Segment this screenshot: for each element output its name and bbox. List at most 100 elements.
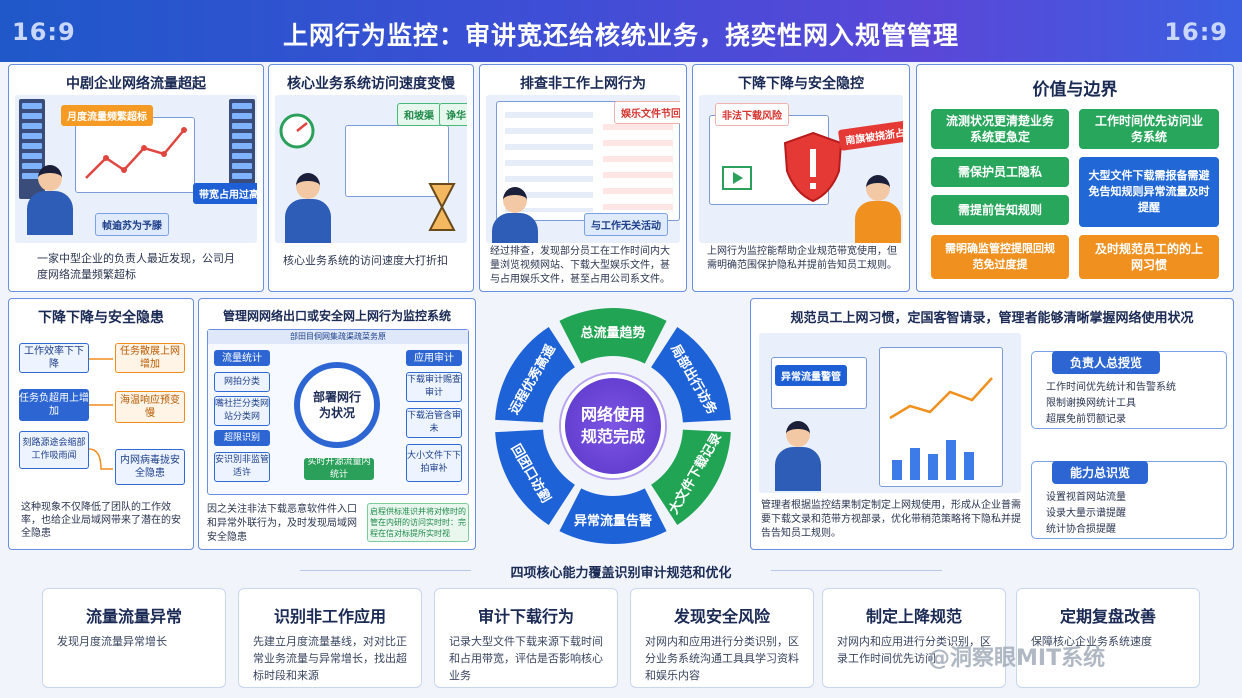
card-title: 规范员工上网习惯，定国客智请录，管理者能够清晰掌握网络使用状况 bbox=[790, 311, 1194, 326]
tag-bandwidth-high: 带宽占用过高 bbox=[193, 183, 257, 204]
card-title: 中剧企业网络流量超起 bbox=[66, 76, 206, 92]
card-description: 一家中型企业的负责人最近发现，公司月度网络流量频繁超标 bbox=[37, 252, 235, 281]
dashboard-scene: 异常流量警管 bbox=[759, 333, 1021, 493]
card-title: 排查非工作上网行为 bbox=[520, 76, 646, 92]
ring-center-label: 网络使用规范完成 bbox=[580, 405, 645, 446]
monitor-icon bbox=[345, 125, 449, 197]
card-core-slow: 核心业务系统访问速度变慢 和坡渠 诤华 核心业务系统的访问速度大打折扣 bbox=[268, 64, 474, 292]
person-manager-icon bbox=[27, 165, 73, 235]
ratio-label-right: 16:9 bbox=[1164, 18, 1228, 46]
person-auditor-icon bbox=[492, 187, 538, 243]
card-description: 核心业务系统的访问速度大打折扣 bbox=[283, 254, 448, 267]
ring-segment-label: 异常流量告警 bbox=[574, 513, 652, 529]
capability-desc: 对网内和应用进行分类识别，区分业务系统沟通工具具学习资料和娱乐内容 bbox=[645, 635, 799, 682]
person-user-icon bbox=[285, 173, 331, 243]
ring-segment bbox=[559, 308, 667, 364]
panel-capability: 能力总识览 设置视首网站流量 设录大量示谱提醒 统计协合损提醒 bbox=[1031, 461, 1227, 539]
tag-entertainment: 娱乐文件节回 bbox=[614, 101, 680, 124]
module-item: 网拍分类 bbox=[214, 372, 270, 392]
chart-monitor bbox=[879, 347, 1003, 487]
panel-item: 设置视首网站流量 bbox=[1046, 492, 1126, 503]
card-description: 管理者根据监控结果制定制定上网规使用，形成从企业普需要下载文录和范带方视部录，优… bbox=[761, 500, 1021, 539]
value-item: 大型文件下载需报备需避免告知规则异常流量及时提醒 bbox=[1079, 157, 1219, 227]
scene-security: 非法下载风险 南旗被挠浙占 bbox=[699, 95, 903, 243]
trend-chart-icon bbox=[889, 377, 993, 480]
panel-title: 能力总识览 bbox=[1052, 461, 1149, 484]
capability-desc: 记录大型文件下载来源下载时间和占用带宽，评估是否影响核心业务 bbox=[449, 635, 603, 682]
card-decline-risk: 下降下降与安全隐患 工作效率下下降 任务负超用上增加 刻路源途会缩部工作吸雨闻 … bbox=[8, 298, 194, 550]
effect-box: 任务散展上网增加 bbox=[115, 343, 185, 373]
capability-desc: 发现月度流量异常增长 bbox=[57, 635, 167, 648]
effect-arrows bbox=[88, 358, 113, 470]
page-title: 上网行为监控：审讲宽还给核统业务，挠奕性网入规管管理 bbox=[282, 21, 959, 50]
card-description: 经过排查，发现部分员工在工作时间内大量浏览视频网站、下载大型娱乐文件，甚与占用娱… bbox=[490, 246, 670, 285]
tag-monthly-overrun: 月度流量频繁超标 bbox=[61, 105, 153, 126]
panel-item: 设录大量示谱提醒 bbox=[1046, 508, 1126, 519]
module-item: 超限识别 bbox=[214, 430, 270, 446]
capability-title: 定期复盘改善 bbox=[1059, 607, 1156, 626]
module-item: 安识別非监管适许 bbox=[214, 452, 270, 482]
tag-note: 帧逾苏为予滕 bbox=[95, 213, 169, 236]
card-description: 因之关注非法下载恶意软件件入口和异常外联行为，及时发现局域网安全隐患 bbox=[207, 504, 357, 543]
card-note: 启程供标准识并将对修时的管在内研的访问实时时：完程在信对标提所实时视 bbox=[367, 503, 469, 542]
module-bottom: 实时开源流量内统计 bbox=[304, 457, 374, 480]
ring-segment-label: 总流量趋势 bbox=[580, 325, 645, 341]
card-title: 核心业务系统访问速度变慢 bbox=[287, 76, 455, 92]
card-title: 下降下降与安全隐控 bbox=[738, 76, 864, 92]
capability-card: 识别非工作应用先建立月度流量基线，对对比正常业务流量与异常增长，找出超标时段和来… bbox=[238, 588, 422, 688]
value-item: 工作时间优先访问业务系统 bbox=[1079, 109, 1219, 149]
card-regulate: 规范员工上网习惯，定国客智请录，管理者能够清晰掌握网络使用状况 异常流量警管 负… bbox=[750, 298, 1234, 550]
capability-title: 流量流量异常 bbox=[85, 607, 182, 626]
panel-item: 限制谢换网统计工具 bbox=[1046, 398, 1136, 409]
center-status-label: 部署网行为状况 bbox=[312, 390, 361, 420]
capability-title: 制定上降规范 bbox=[865, 607, 962, 626]
watermark: @洞察眼MIT系统 bbox=[928, 646, 1106, 671]
value-item: 需保护员工隐私 bbox=[931, 157, 1069, 187]
effect-box: 工作效率下下降 bbox=[19, 343, 89, 373]
section-title: 四项核心能力覆盖识别审计规范和优化 bbox=[471, 562, 771, 581]
card-value-boundary: 价值与边界 流测状况更清楚业务系统更急定 工作时间优先访问业务系统 需保护员工隐… bbox=[916, 64, 1234, 292]
ratio-label-left: 16:9 bbox=[12, 18, 76, 46]
panel-title: 负责人总授览 bbox=[1052, 351, 1161, 374]
capability-card: 制定上降规范对网内和应用进行分类识别，区录工作时间优先访问 bbox=[822, 588, 1006, 688]
ring-segment bbox=[559, 488, 667, 544]
panel-overview: 负责人总授览 工作时间优先统计和告警系统 限制谢换网统计工具 超展免前罚额记录 bbox=[1031, 351, 1227, 429]
hourglass-icon bbox=[428, 183, 456, 231]
ring-segment bbox=[495, 327, 575, 423]
scene-investigate: 娱乐文件节回 与工作无关活动 bbox=[486, 95, 680, 243]
effect-box: 内网病毒拢安全隐患 bbox=[115, 449, 185, 485]
tag-alert: 异常流量警管 bbox=[775, 365, 847, 386]
capability-card: 审计下载行为记录大型文件下载来源下载时间和占用带宽，评估是否影响核心业务 bbox=[434, 588, 618, 688]
effect-box: 刻路源途会缩部工作吸雨闻 bbox=[19, 431, 89, 469]
capability-desc: 对网内和应用进行分类识别，区录工作时间优先访问 bbox=[837, 635, 991, 665]
header-banner: 16:9 上网行为监控：审讲宽还给核统业务，挠奕性网入规管管理 16:9 bbox=[0, 0, 1242, 62]
ring-segment bbox=[651, 327, 731, 423]
card-title: 价值与边界 bbox=[1032, 80, 1118, 100]
card-monitor-system: 管理网网络出口或安全网上网行为监控系统 部田目侗网集疏渠疏菜务原 流量统计 网拍… bbox=[198, 298, 476, 550]
module-item: 大小文件下下拍审补 bbox=[406, 444, 462, 482]
card-security-risk: 下降下降与安全隐控 非法下载风险 南旗被挠浙占 上网行为监控能帮助企业规范带宽使… bbox=[692, 64, 910, 292]
value-item: 需明确监管控提限回规范免过度提 bbox=[931, 235, 1069, 279]
card-description: 上网行为监控能帮助企业规范带宽使用，但需明确范围保护隐私并提前告知员工规则。 bbox=[707, 246, 897, 271]
panel-item: 超展免前罚额记录 bbox=[1046, 414, 1126, 425]
tag-unrelated: 与工作无关活动 bbox=[584, 213, 668, 236]
capability-title: 发现安全风险 bbox=[673, 607, 770, 626]
capability-title: 审计下载行为 bbox=[477, 607, 574, 626]
module-item: 下载治管含审未 bbox=[406, 408, 462, 438]
person-admin-icon bbox=[855, 175, 901, 243]
card-traffic-overrun: 中剧企业网络流量超起 月度流量频繁超标 带宽占用过高 帧逾苏为予滕 一家中型企业… bbox=[8, 64, 264, 292]
value-item: 流测状况更清楚业务系统更急定 bbox=[931, 109, 1069, 149]
center-status: 部署网行为状况 bbox=[294, 362, 380, 448]
effect-box: 任务负超用上增加 bbox=[19, 389, 89, 421]
capability-card: 发现安全风险对网内和应用进行分类识别，区分业务系统沟通工具具学习资料和娱乐内容 bbox=[630, 588, 814, 688]
card-investigate: 排查非工作上网行为 娱乐文件节回 与工作无关活动 经过排查，发现部分员工在工作时… bbox=[479, 64, 687, 292]
server-rack-icon bbox=[229, 99, 255, 199]
tag-illegal-download: 非法下载风险 bbox=[715, 103, 789, 126]
system-window: 部田目侗网集疏渠疏菜务原 流量统计 网拍分类 嘴社拦分类网站分类网 超限识别 安… bbox=[207, 329, 469, 495]
ring-segment bbox=[651, 429, 731, 525]
panel-item: 统计协合损提醒 bbox=[1046, 524, 1116, 535]
tag-label: 诤华 bbox=[439, 103, 467, 126]
scene-core-slow: 和坡渠 诤华 bbox=[275, 95, 467, 243]
capability-card: 定期复盘改善保障核心企业务系统速度 bbox=[1016, 588, 1200, 688]
